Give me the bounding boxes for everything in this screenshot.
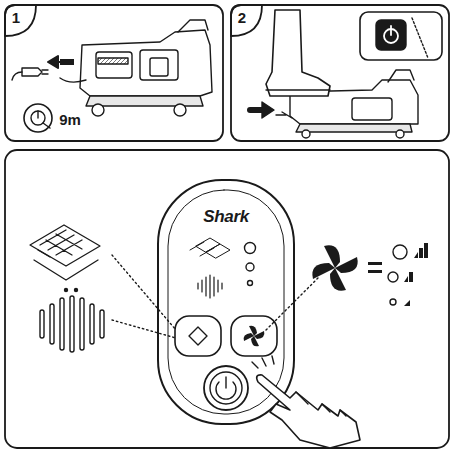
- brand-logo: Shark: [203, 208, 249, 225]
- cord-length: 9m: [59, 112, 81, 127]
- callout-number: 1: [12, 10, 20, 25]
- callout-number: 2: [238, 10, 246, 25]
